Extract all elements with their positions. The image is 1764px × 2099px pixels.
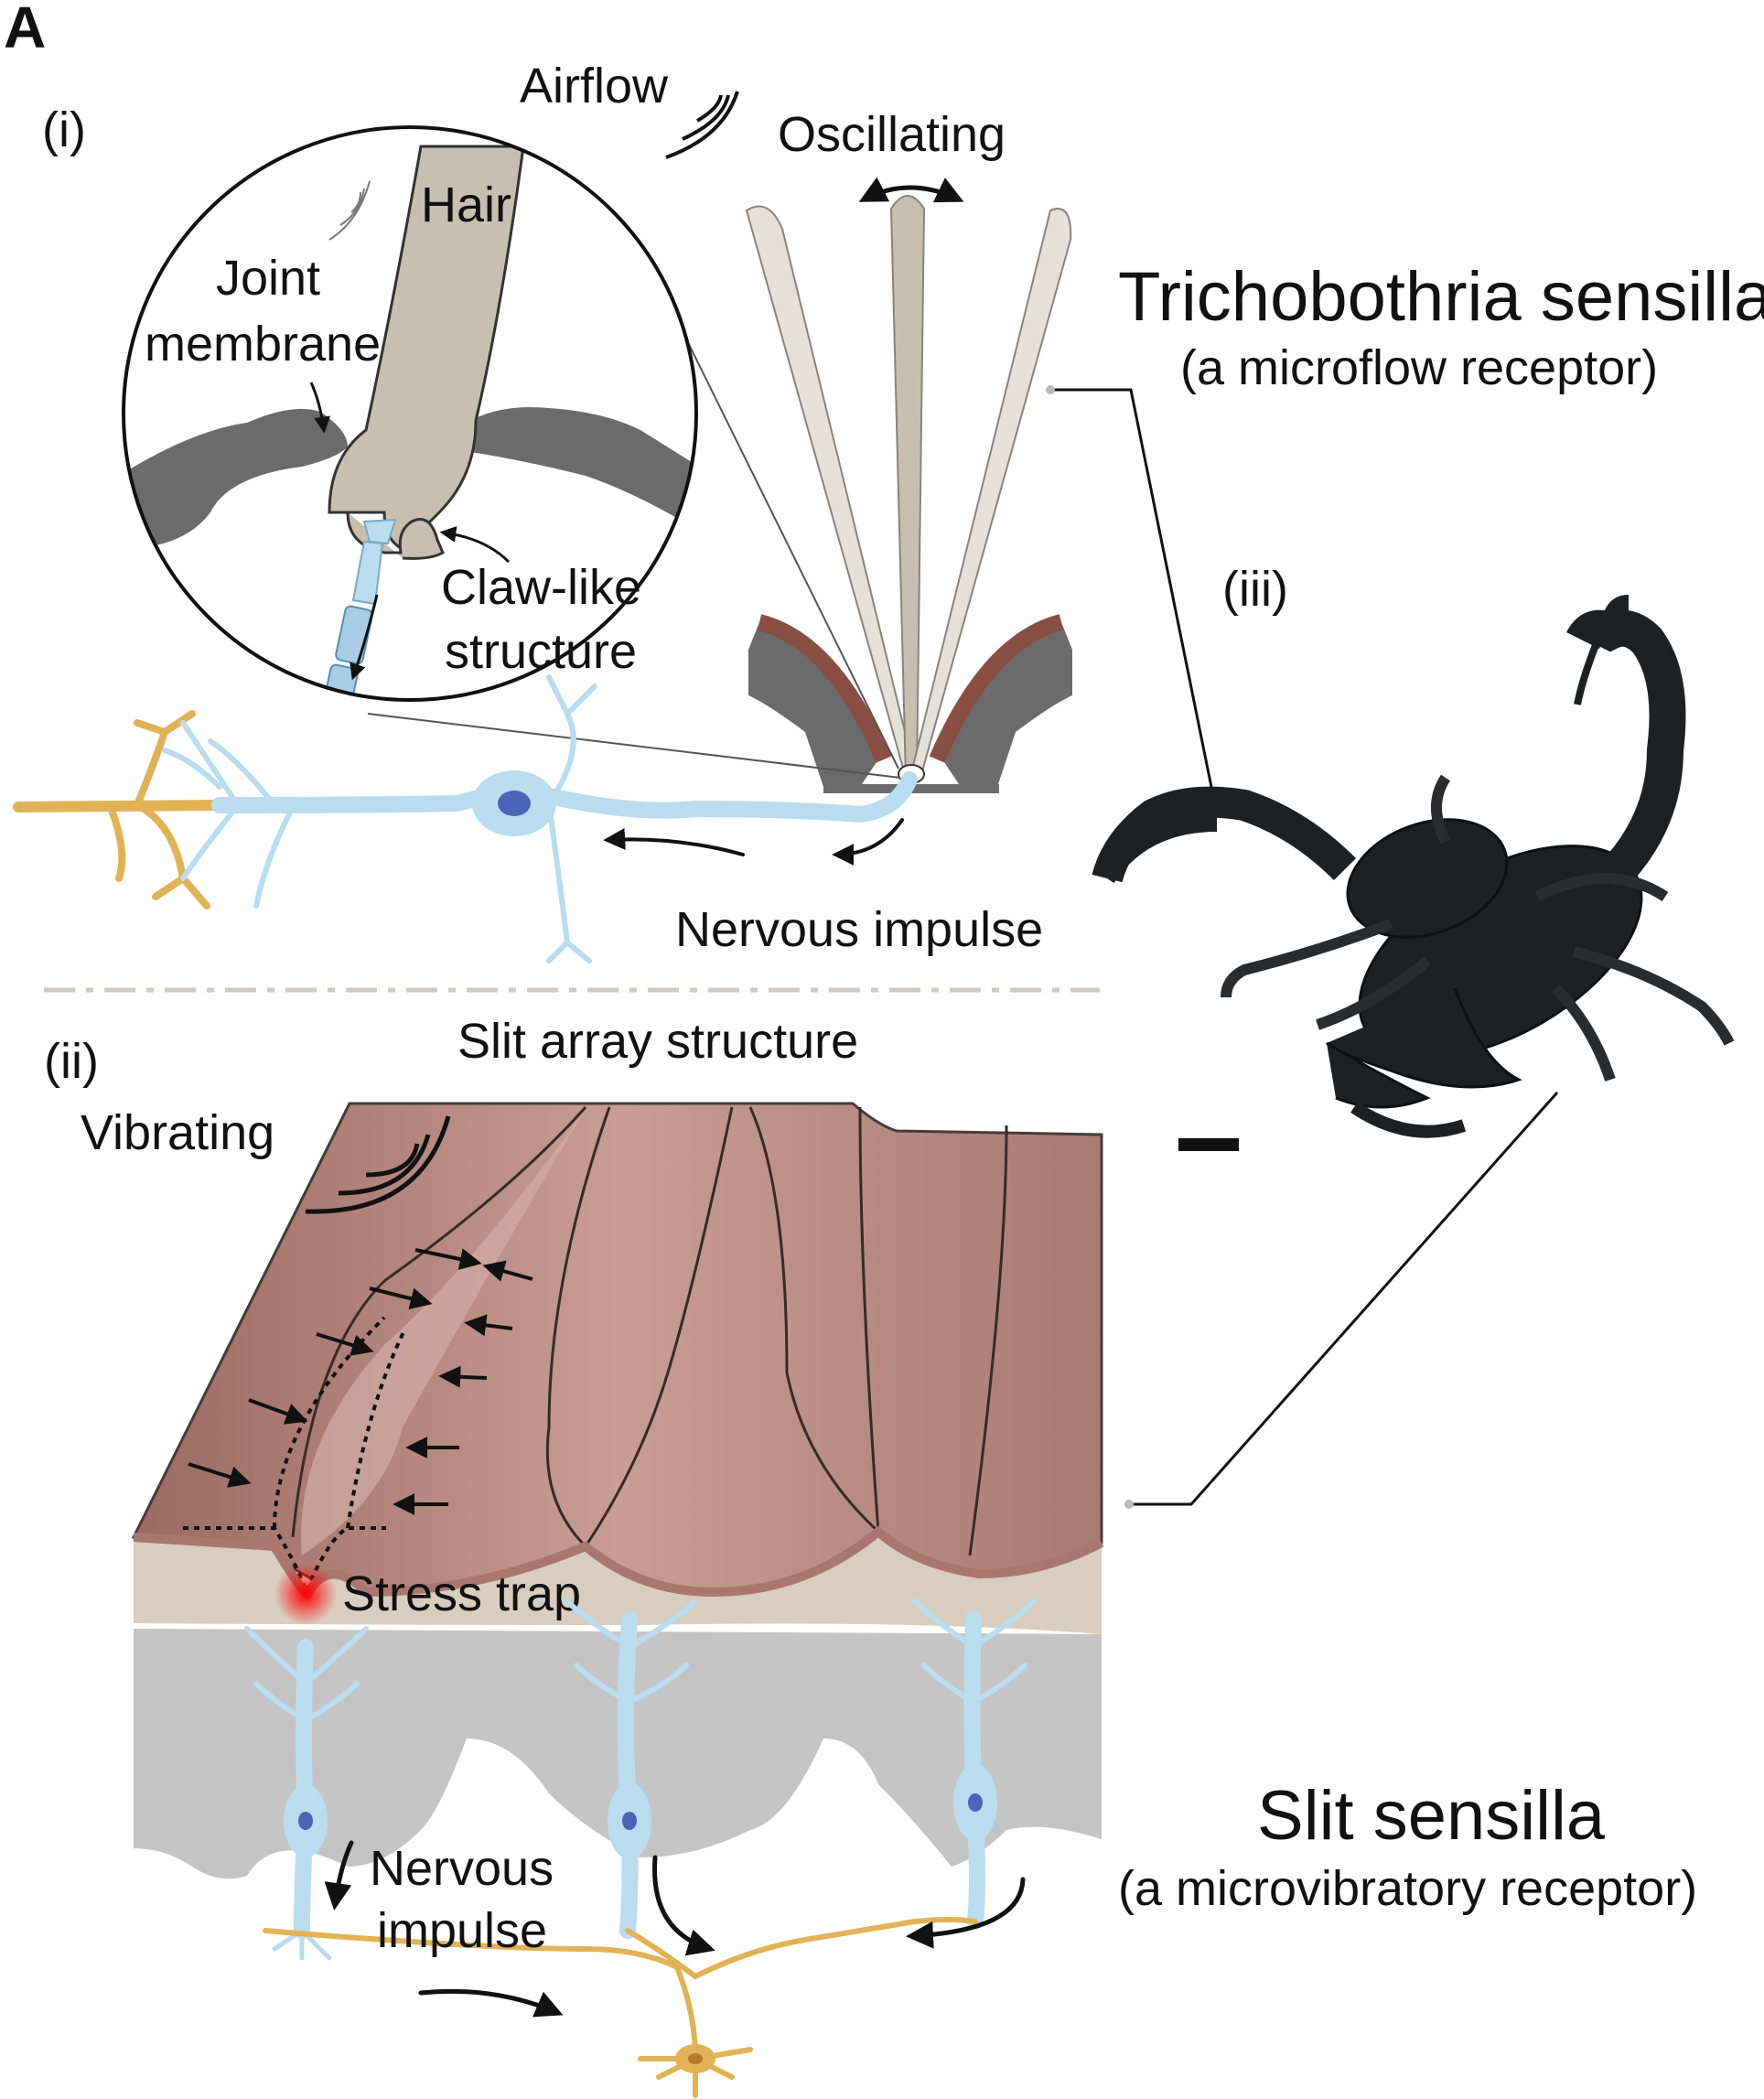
slit-array-label: Slit array structure — [457, 1014, 858, 1069]
oscillating-label: Oscillating — [778, 107, 1006, 162]
oscillation-arrow-icon — [858, 177, 964, 203]
slit-impulse-arrows — [324, 1840, 1026, 2018]
slit-groove — [301, 1109, 586, 1555]
slit-neuron-left — [244, 1626, 369, 1961]
slit-neurons — [244, 1598, 1037, 2098]
nervous-impulse-top-label: Nervous impulse — [675, 902, 1043, 957]
panel-ii-label: (ii) — [44, 1034, 99, 1089]
trichobothria-subtitle: (a microflow receptor) — [1180, 340, 1658, 395]
slit-subtitle: (a microvibratory receptor) — [1118, 1861, 1697, 1916]
hair-center — [889, 195, 926, 779]
impulse-arrow-1 — [603, 828, 745, 856]
panel-iii-label: (iii) — [1222, 562, 1288, 617]
joint-membrane-label-2: membrane — [145, 317, 381, 371]
neuron-top — [13, 674, 918, 963]
force-arrows — [188, 1248, 533, 1515]
hair-left — [745, 205, 917, 780]
trichobothria-title: Trichobothria sensilla — [1118, 258, 1764, 336]
stress-trap-dot — [274, 1563, 337, 1625]
signal-arrow-icon — [350, 594, 379, 681]
claw-label-2: structure — [445, 624, 637, 679]
slit-neuron-right — [912, 1598, 1037, 1930]
joint-arrow-icon — [309, 382, 331, 434]
stress-trap-label: Stress trap — [342, 1566, 581, 1621]
claw-arrow-icon — [439, 525, 511, 564]
impulse-arrow-2 — [832, 818, 904, 866]
claw-label-1: Claw-like — [441, 560, 641, 615]
zoom-circle: Hair Joint membrane Claw-like structure — [122, 125, 698, 702]
slit-ridges — [291, 1106, 1008, 1556]
slit-neuron-center — [565, 1598, 698, 1939]
scorpion-image — [1092, 595, 1735, 1138]
hair-right — [909, 208, 1072, 780]
joint-membrane-label-1: Joint — [216, 251, 320, 306]
zoom-line-bottom — [367, 713, 901, 779]
vibration-waves-icon — [305, 1115, 451, 1214]
nervous-impulse-bottom-label-2: impulse — [377, 1903, 547, 1958]
nervous-impulse-bottom-label-1: Nervous — [370, 1841, 554, 1896]
panel-i: (i) Airflow Oscillating — [13, 59, 1072, 963]
stress-boundary-dotted — [183, 1316, 406, 1598]
figure-letter: A — [4, 0, 46, 60]
scale-bar — [1178, 1138, 1239, 1151]
tissue-layer — [134, 1629, 1102, 1879]
vibrating-label: Vibrating — [81, 1105, 274, 1160]
airflow-waves-icon — [665, 91, 739, 159]
interneuron-gold — [263, 1917, 978, 2098]
panel-i-label: (i) — [42, 102, 86, 157]
zoom-line-top — [674, 316, 899, 770]
oscillating-hairs — [745, 195, 1072, 780]
panel-iii: (iii) Trichobothria sensilla (a microflo… — [1046, 258, 1764, 1916]
panel-ii: (ii) Slit array structure Vibrating — [44, 1014, 1104, 2098]
airflow-label: Airflow — [520, 59, 669, 113]
connector-lines — [1050, 388, 1559, 1506]
slit-title: Slit sensilla — [1257, 1777, 1606, 1855]
cuticle-layer — [134, 1532, 1102, 1634]
hair-label: Hair — [421, 178, 511, 232]
slit-surface — [131, 1102, 1103, 1594]
